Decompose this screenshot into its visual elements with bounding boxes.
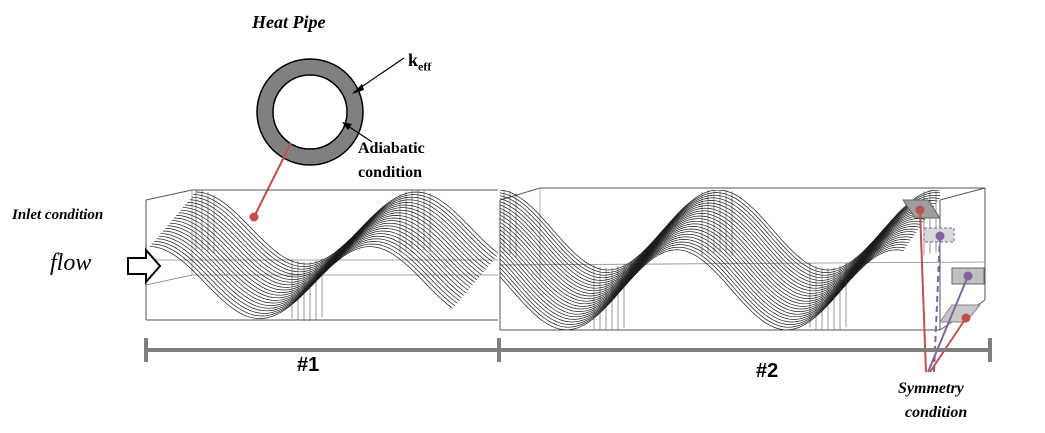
fin-line xyxy=(149,246,454,319)
adiabatic-arrow xyxy=(342,122,373,143)
fin-line xyxy=(500,190,940,271)
section-2-label: #2 xyxy=(756,360,779,382)
fin-line xyxy=(500,218,926,299)
keff-label: keff xyxy=(408,50,432,74)
inlet-condition-label: Inlet condition xyxy=(12,207,104,223)
fin-line xyxy=(500,228,919,310)
heat-pipe-wall xyxy=(257,59,363,165)
pipe-leader-line xyxy=(253,142,292,218)
fin-line xyxy=(500,244,908,325)
heat-pipe-outer-edge xyxy=(256,58,364,166)
fin-line xyxy=(500,226,920,307)
fin-line xyxy=(500,202,937,284)
channel-section-1 xyxy=(145,189,498,322)
wavy-fins-section-1 xyxy=(149,190,498,322)
scale-bar xyxy=(144,338,992,362)
symmetry-planes xyxy=(902,199,985,323)
symmetry-condition-label: condition xyxy=(905,404,968,421)
flow-label: flow xyxy=(50,250,92,276)
heat-pipe-inner-edge xyxy=(272,74,348,150)
fin-line xyxy=(500,215,928,297)
fin-line xyxy=(500,200,938,281)
fin-line xyxy=(500,192,940,273)
fin-line xyxy=(500,239,911,320)
fin-line xyxy=(500,236,913,318)
fin-line xyxy=(500,249,904,330)
fin-line xyxy=(500,213,929,294)
fin-line xyxy=(500,210,931,292)
fin-line xyxy=(500,197,940,279)
fin-line xyxy=(500,241,910,323)
flow-arrow-icon xyxy=(127,247,162,285)
symmetry-label: Symmetry xyxy=(898,380,964,397)
keff-arrow xyxy=(352,57,405,94)
fin-line xyxy=(500,246,906,328)
fin-line xyxy=(500,205,935,286)
fin-line xyxy=(500,194,940,276)
adiabatic-condition-label: condition xyxy=(358,164,423,181)
adiabatic-label: Adiabatic xyxy=(358,140,425,157)
channel-section-2 xyxy=(499,187,986,331)
heat-pipe-title: Heat Pipe xyxy=(252,12,326,32)
fin-line xyxy=(500,207,933,289)
section-1-label: #1 xyxy=(297,354,320,376)
pipe-leader-dot xyxy=(249,212,259,222)
symmetry-plane-bottom xyxy=(939,304,982,323)
fin-line xyxy=(500,220,924,302)
fin-line xyxy=(500,223,922,305)
heat-pipe-cross-section xyxy=(256,58,364,166)
wavy-fins-section-2 xyxy=(500,190,940,330)
fin-line xyxy=(500,231,917,312)
